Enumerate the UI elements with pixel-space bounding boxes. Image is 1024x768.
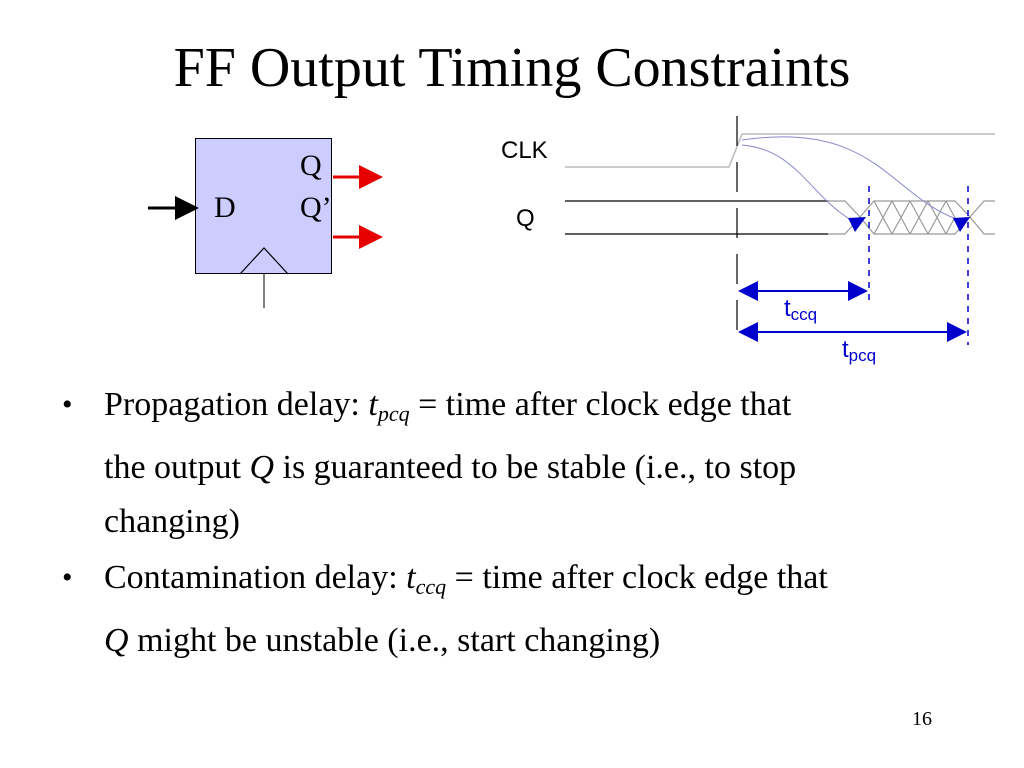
bullet-dot-icon: •	[62, 388, 73, 421]
bullet-item-contamination: • Contamination delay: tccq = time after…	[62, 551, 962, 668]
ff-output-q-label: Q	[300, 149, 322, 182]
tccq-label: tccq	[784, 295, 818, 324]
clk-to-q-curve-ccq	[741, 144, 861, 226]
clock-triangle-icon	[239, 247, 289, 275]
slide-title: FF Output Timing Constraints	[173, 37, 851, 99]
q-signal-label: Q	[516, 205, 535, 232]
clk-to-q-curve-pcq	[741, 136, 966, 223]
clk-signal-label: CLK	[501, 137, 548, 164]
bullet-dot-icon: •	[62, 561, 73, 594]
bullet-item-propagation: • Propagation delay: tpcq = time after c…	[62, 378, 962, 549]
flip-flop-block: D Q Q’	[195, 138, 332, 274]
page-number: 16	[912, 708, 932, 730]
ff-output-qbar-label: Q’	[300, 191, 332, 224]
ff-input-d-label: D	[214, 191, 236, 224]
tpcq-label: tpcq	[842, 336, 877, 365]
clk-waveform	[565, 133, 995, 168]
bullet-list: • Propagation delay: tpcq = time after c…	[62, 378, 962, 670]
